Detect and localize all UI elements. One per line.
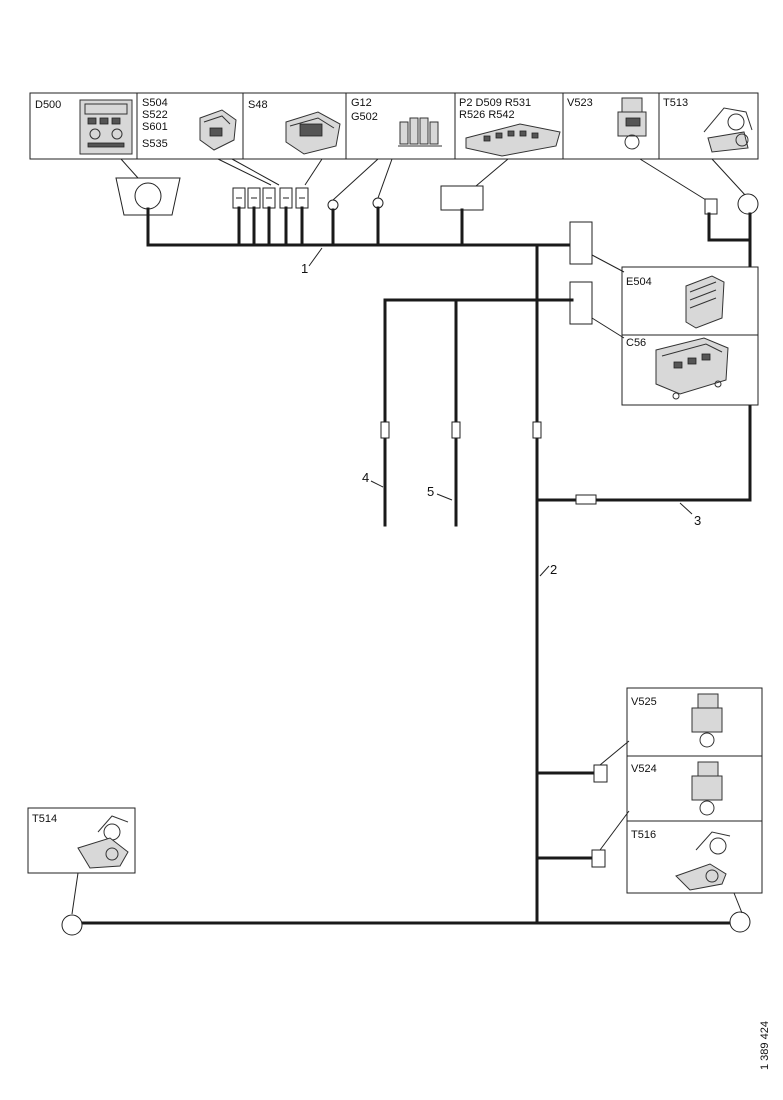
component-v523: V523 <box>567 97 647 150</box>
label-s535: S535 <box>142 138 168 150</box>
d500-connector <box>134 182 162 210</box>
label-g502: G502 <box>351 111 378 123</box>
v524-connector <box>593 764 608 783</box>
v523-connector <box>704 198 718 215</box>
sensor-picture <box>398 117 442 147</box>
callout-3: 3 <box>694 513 701 528</box>
callout-2: 2 <box>550 562 557 577</box>
label-s504: S504 <box>142 97 168 109</box>
label-t516: T516 <box>631 829 656 841</box>
component-t513: T513 <box>663 97 753 153</box>
component-p2-group: P2 D509 R531 R526 R542 <box>459 97 561 157</box>
switch-picture <box>199 109 237 151</box>
fuse-box-picture <box>465 123 561 157</box>
drawing-reference: 1 389 424 <box>759 1021 771 1070</box>
top-component-strip: D500 S504 S522 S601 S535 <box>29 92 759 160</box>
valve-v524-picture <box>691 761 723 816</box>
cable-5-inline-connector <box>451 421 461 439</box>
label-p2-line2: R526 R542 <box>459 109 515 121</box>
top-strip-frame <box>29 92 759 160</box>
component-s504-group: S504 S522 S601 S535 <box>142 97 237 151</box>
callout-1: 1 <box>301 261 308 276</box>
label-s601: S601 <box>142 121 168 133</box>
callout-4: 4 <box>362 470 369 485</box>
label-v523: V523 <box>567 97 593 109</box>
top-connectors <box>115 177 759 216</box>
control-unit-picture <box>685 275 725 329</box>
component-c56: C56 <box>591 317 759 406</box>
cable-callouts: 1 2 3 4 5 <box>301 247 701 577</box>
label-p2-line1: P2 D509 R531 <box>459 97 531 109</box>
component-e504: E504 <box>591 254 759 336</box>
t516-connector-plug <box>591 849 606 868</box>
label-g12: G12 <box>351 97 372 109</box>
c56-connector <box>569 281 593 325</box>
component-t514: T514 <box>27 807 136 915</box>
label-s48: S48 <box>248 99 268 111</box>
label-v525: V525 <box>631 696 657 708</box>
t514-connector <box>61 914 83 936</box>
component-g12: G12 G502 <box>351 97 442 147</box>
cable-3-inline-connector <box>575 494 597 505</box>
t513-connector <box>737 193 759 215</box>
switch-module-picture <box>285 111 341 155</box>
component-t516: T516 <box>626 820 763 894</box>
label-v524: V524 <box>631 763 657 775</box>
component-v525: V525 <box>626 687 763 757</box>
p2-connector <box>440 185 484 211</box>
callout-5: 5 <box>427 484 434 499</box>
valve-picture <box>617 97 647 150</box>
level-sensor-t516-picture <box>675 831 731 891</box>
right-leader-lines <box>599 740 743 914</box>
label-t514: T514 <box>32 813 57 825</box>
level-sensor-t514-picture <box>77 815 129 869</box>
component-d500: D500 <box>35 99 133 155</box>
label-e504: E504 <box>626 276 652 288</box>
label-d500: D500 <box>35 99 61 111</box>
t516-connector <box>729 911 751 933</box>
level-sensor-picture <box>703 107 753 153</box>
label-s522: S522 <box>142 109 168 121</box>
component-v524: V524 <box>626 755 763 822</box>
e504-connector <box>569 221 593 265</box>
component-s48: S48 <box>248 99 341 155</box>
cable-4-inline-connector <box>380 421 390 439</box>
top-leader-lines <box>120 158 747 201</box>
air-dryer-picture <box>655 337 729 400</box>
label-c56: C56 <box>626 337 646 349</box>
wiring-harness <box>61 206 752 936</box>
cable-2-inline-connector <box>532 421 542 439</box>
label-t513: T513 <box>663 97 688 109</box>
control-panel-picture <box>79 99 133 155</box>
valve-v525-picture <box>691 693 723 748</box>
